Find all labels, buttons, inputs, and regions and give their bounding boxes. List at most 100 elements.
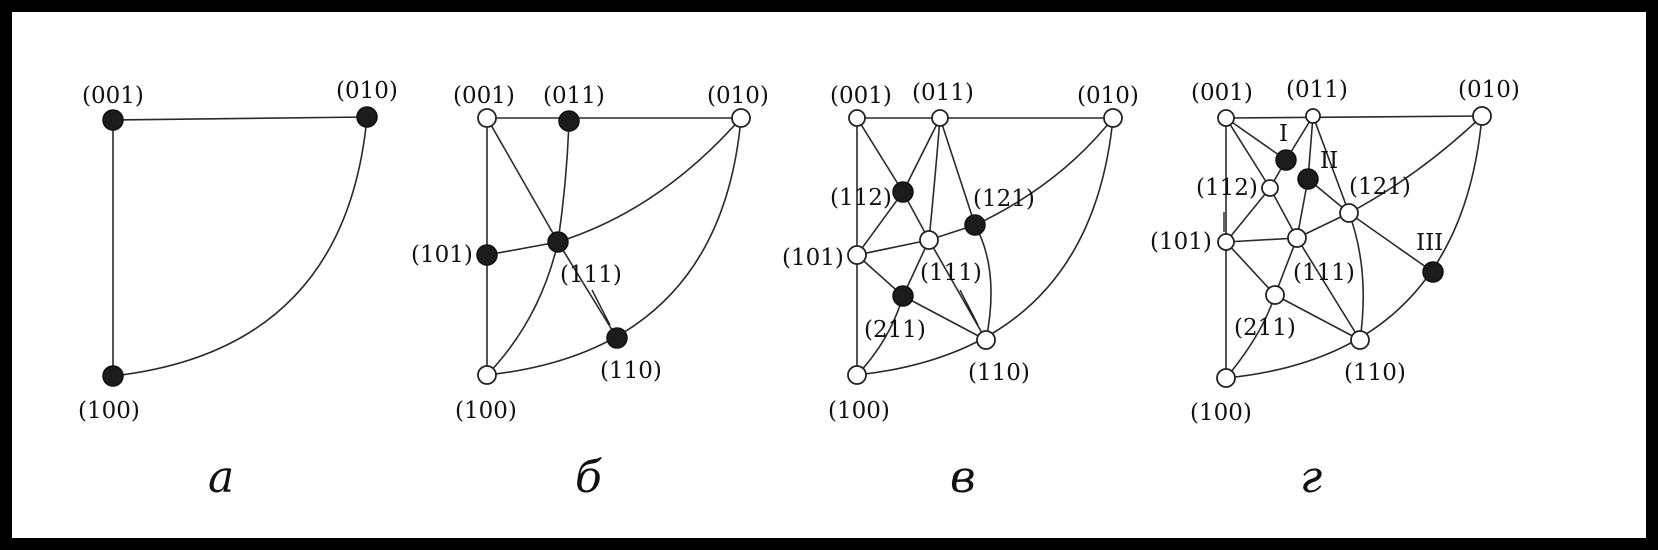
edge — [1225, 187, 1271, 243]
edge — [1348, 115, 1483, 214]
panel-g: (001) (011) (010) I II (112) (121) (101)… — [1150, 77, 1520, 503]
label-010: (010) — [1077, 83, 1139, 109]
panel-v-caption: в — [950, 452, 976, 503]
edge — [557, 117, 742, 243]
pole-121-node — [964, 214, 986, 236]
edge — [1348, 212, 1365, 341]
label-III: III — [1416, 230, 1443, 256]
label-211: (211) — [1234, 315, 1296, 341]
pole-III-node — [1422, 261, 1444, 283]
pole-100-node — [477, 365, 497, 385]
edge — [1296, 237, 1361, 341]
panel-a-caption: а — [208, 452, 234, 503]
pole-001-node — [848, 109, 866, 127]
label-011: (011) — [543, 83, 605, 109]
pole-010-node — [1472, 106, 1492, 126]
label-I: I — [1279, 121, 1288, 147]
edge — [856, 117, 1114, 376]
pole-101-node — [476, 244, 498, 266]
pole-211-node — [892, 285, 914, 307]
edge — [486, 117, 559, 243]
label-II: II — [1320, 148, 1338, 174]
edge — [486, 241, 559, 376]
label-121: (121) — [973, 186, 1035, 212]
edge — [1225, 237, 1298, 243]
label-100: (100) — [828, 398, 890, 424]
label-001: (001) — [1191, 80, 1253, 106]
figure-canvas: (001) (010) (100) а (001) (011) (010) (1… — [12, 12, 1646, 538]
pole-II-node — [1297, 168, 1319, 190]
edge — [928, 117, 941, 241]
edge — [856, 191, 904, 256]
pole-110-node — [976, 330, 996, 350]
edge — [1348, 212, 1434, 273]
edge — [1312, 115, 1350, 214]
pole-111-node — [1287, 228, 1307, 248]
label-101: (101) — [411, 242, 473, 268]
label-100: (100) — [1190, 400, 1252, 426]
edge — [1274, 237, 1298, 296]
label-leader — [591, 289, 611, 326]
label-010: (010) — [336, 78, 398, 104]
pole-001-node — [102, 109, 124, 131]
label-100: (100) — [78, 398, 140, 424]
label-101: (101) — [782, 245, 844, 271]
label-011: (011) — [1286, 77, 1348, 103]
label-110: (110) — [968, 360, 1030, 386]
edge — [1274, 294, 1361, 341]
label-011: (011) — [912, 80, 974, 106]
edge — [856, 239, 930, 256]
edge — [557, 120, 570, 243]
pole-001-node — [1217, 109, 1235, 127]
label-leader — [959, 289, 979, 326]
edge — [856, 117, 904, 193]
pole-100-node — [847, 365, 867, 385]
pole-111-node — [547, 231, 569, 253]
panel-a: (001) (010) (100) а — [78, 78, 398, 503]
label-111: (111) — [920, 260, 982, 286]
panel-b-caption: б — [575, 452, 602, 503]
edge — [902, 117, 941, 193]
pole-010-node — [731, 108, 751, 128]
edge — [1225, 115, 1483, 119]
label-110: (110) — [1344, 360, 1406, 386]
edge — [486, 241, 559, 256]
stereographic-triangle-figure: (001) (010) (100) а (001) (011) (010) (1… — [78, 77, 1520, 503]
label-001: (001) — [453, 83, 515, 109]
pole-001-node — [477, 108, 497, 128]
pole-101-node — [1217, 233, 1235, 251]
label-001: (001) — [82, 83, 144, 109]
edge — [1225, 241, 1276, 296]
pole-011-node — [558, 110, 580, 132]
label-112: (112) — [1196, 175, 1258, 201]
panel-g-caption: г — [1300, 452, 1322, 503]
edge — [902, 295, 987, 341]
pole-100-node — [1216, 368, 1236, 388]
edge — [1225, 115, 1483, 379]
edge — [1225, 117, 1287, 161]
pole-112-node — [1261, 179, 1279, 197]
pole-100-node — [102, 365, 124, 387]
label-110: (110) — [600, 358, 662, 384]
label-101: (101) — [1150, 229, 1212, 255]
edge — [486, 117, 742, 376]
pole-111-node — [919, 230, 939, 250]
pole-110-node — [606, 327, 628, 349]
pole-010-node — [1103, 108, 1123, 128]
label-111: (111) — [560, 262, 622, 288]
label-010: (010) — [707, 83, 769, 109]
panel-b: (001) (011) (010) (101) (111) (110) (100… — [411, 83, 769, 503]
label-001: (001) — [830, 83, 892, 109]
pole-101-node — [847, 245, 867, 265]
pole-010-node — [356, 106, 378, 128]
pole-112-node — [892, 181, 914, 203]
pole-I-node — [1275, 149, 1297, 171]
label-121: (121) — [1349, 174, 1411, 200]
panel-v: (001) (011) (010) (112) (121) (101) (111… — [782, 80, 1139, 503]
edge — [974, 224, 992, 341]
pole-011-node — [931, 109, 949, 127]
label-100: (100) — [455, 398, 517, 424]
pole-011-node — [1305, 108, 1321, 124]
label-010: (010) — [1458, 77, 1520, 103]
